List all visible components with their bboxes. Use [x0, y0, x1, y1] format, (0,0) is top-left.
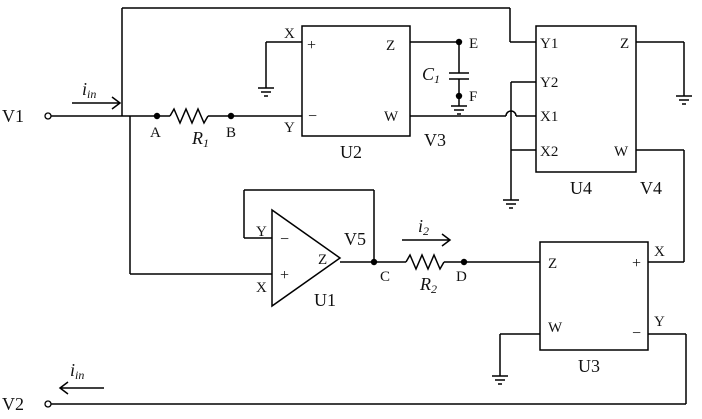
u1-name: U1	[314, 290, 336, 310]
arrow-iin-bottom	[60, 382, 104, 394]
u2-name: U2	[340, 142, 362, 162]
label-v2: V2	[2, 394, 24, 414]
ground-u4-z	[676, 96, 692, 104]
u2-plus: +	[307, 37, 316, 54]
label-iin-bottom: iin	[70, 360, 84, 382]
terminal-v1	[45, 113, 51, 119]
ground-f	[451, 106, 467, 114]
u1-plus: +	[280, 267, 289, 284]
u3-plus: +	[632, 255, 641, 272]
u4-pin-w: W	[614, 144, 629, 160]
label-node-a: A	[150, 125, 161, 141]
resistor-r1	[170, 109, 208, 123]
u2-minus: −	[308, 108, 317, 125]
label-c1: C1	[422, 64, 440, 86]
label-r2: R2	[419, 274, 437, 296]
ground-u4-inputs	[503, 200, 519, 208]
u3-pin-y: Y	[654, 314, 665, 330]
u3-minus: −	[632, 325, 641, 342]
u1-pin-x: X	[256, 280, 267, 296]
label-r1: R1	[191, 128, 209, 150]
u2-pin-y: Y	[284, 120, 295, 136]
label-v5: V5	[344, 229, 366, 249]
label-node-b: B	[226, 125, 236, 141]
label-node-c: C	[380, 269, 390, 285]
u3-pin-w: W	[548, 320, 563, 336]
u1-pin-y: Y	[256, 224, 267, 240]
label-node-e: E	[469, 36, 478, 52]
u4-pin-x1: X1	[540, 109, 558, 125]
u2-pin-x: X	[284, 26, 295, 42]
u3-name: U3	[578, 356, 600, 376]
terminal-v2	[45, 401, 51, 407]
label-node-f: F	[469, 89, 477, 105]
u4-pin-x2: X2	[540, 144, 558, 160]
label-node-d: D	[456, 269, 467, 285]
u4-pin-z: Z	[620, 36, 629, 52]
label-iin-top: iin	[82, 79, 96, 101]
u2-pin-z: Z	[386, 38, 395, 54]
label-v3: V3	[424, 130, 446, 150]
u1-pin-z: Z	[318, 252, 327, 268]
ground-u3-w	[492, 376, 508, 384]
u4-pin-y2: Y2	[540, 75, 558, 91]
label-i2: i2	[418, 216, 429, 238]
u4-pin-y1: Y1	[540, 36, 558, 52]
u1-minus: −	[280, 231, 289, 248]
u3-pin-x: X	[654, 244, 665, 260]
current-arrows	[60, 97, 450, 394]
label-v4: V4	[640, 178, 662, 198]
resistor-r2	[406, 255, 444, 269]
ground-u2	[258, 88, 274, 96]
label-v1: V1	[2, 106, 24, 126]
u3-pin-z: Z	[548, 256, 557, 272]
u4-name: U4	[570, 178, 592, 198]
u2-pin-w: W	[384, 109, 399, 125]
